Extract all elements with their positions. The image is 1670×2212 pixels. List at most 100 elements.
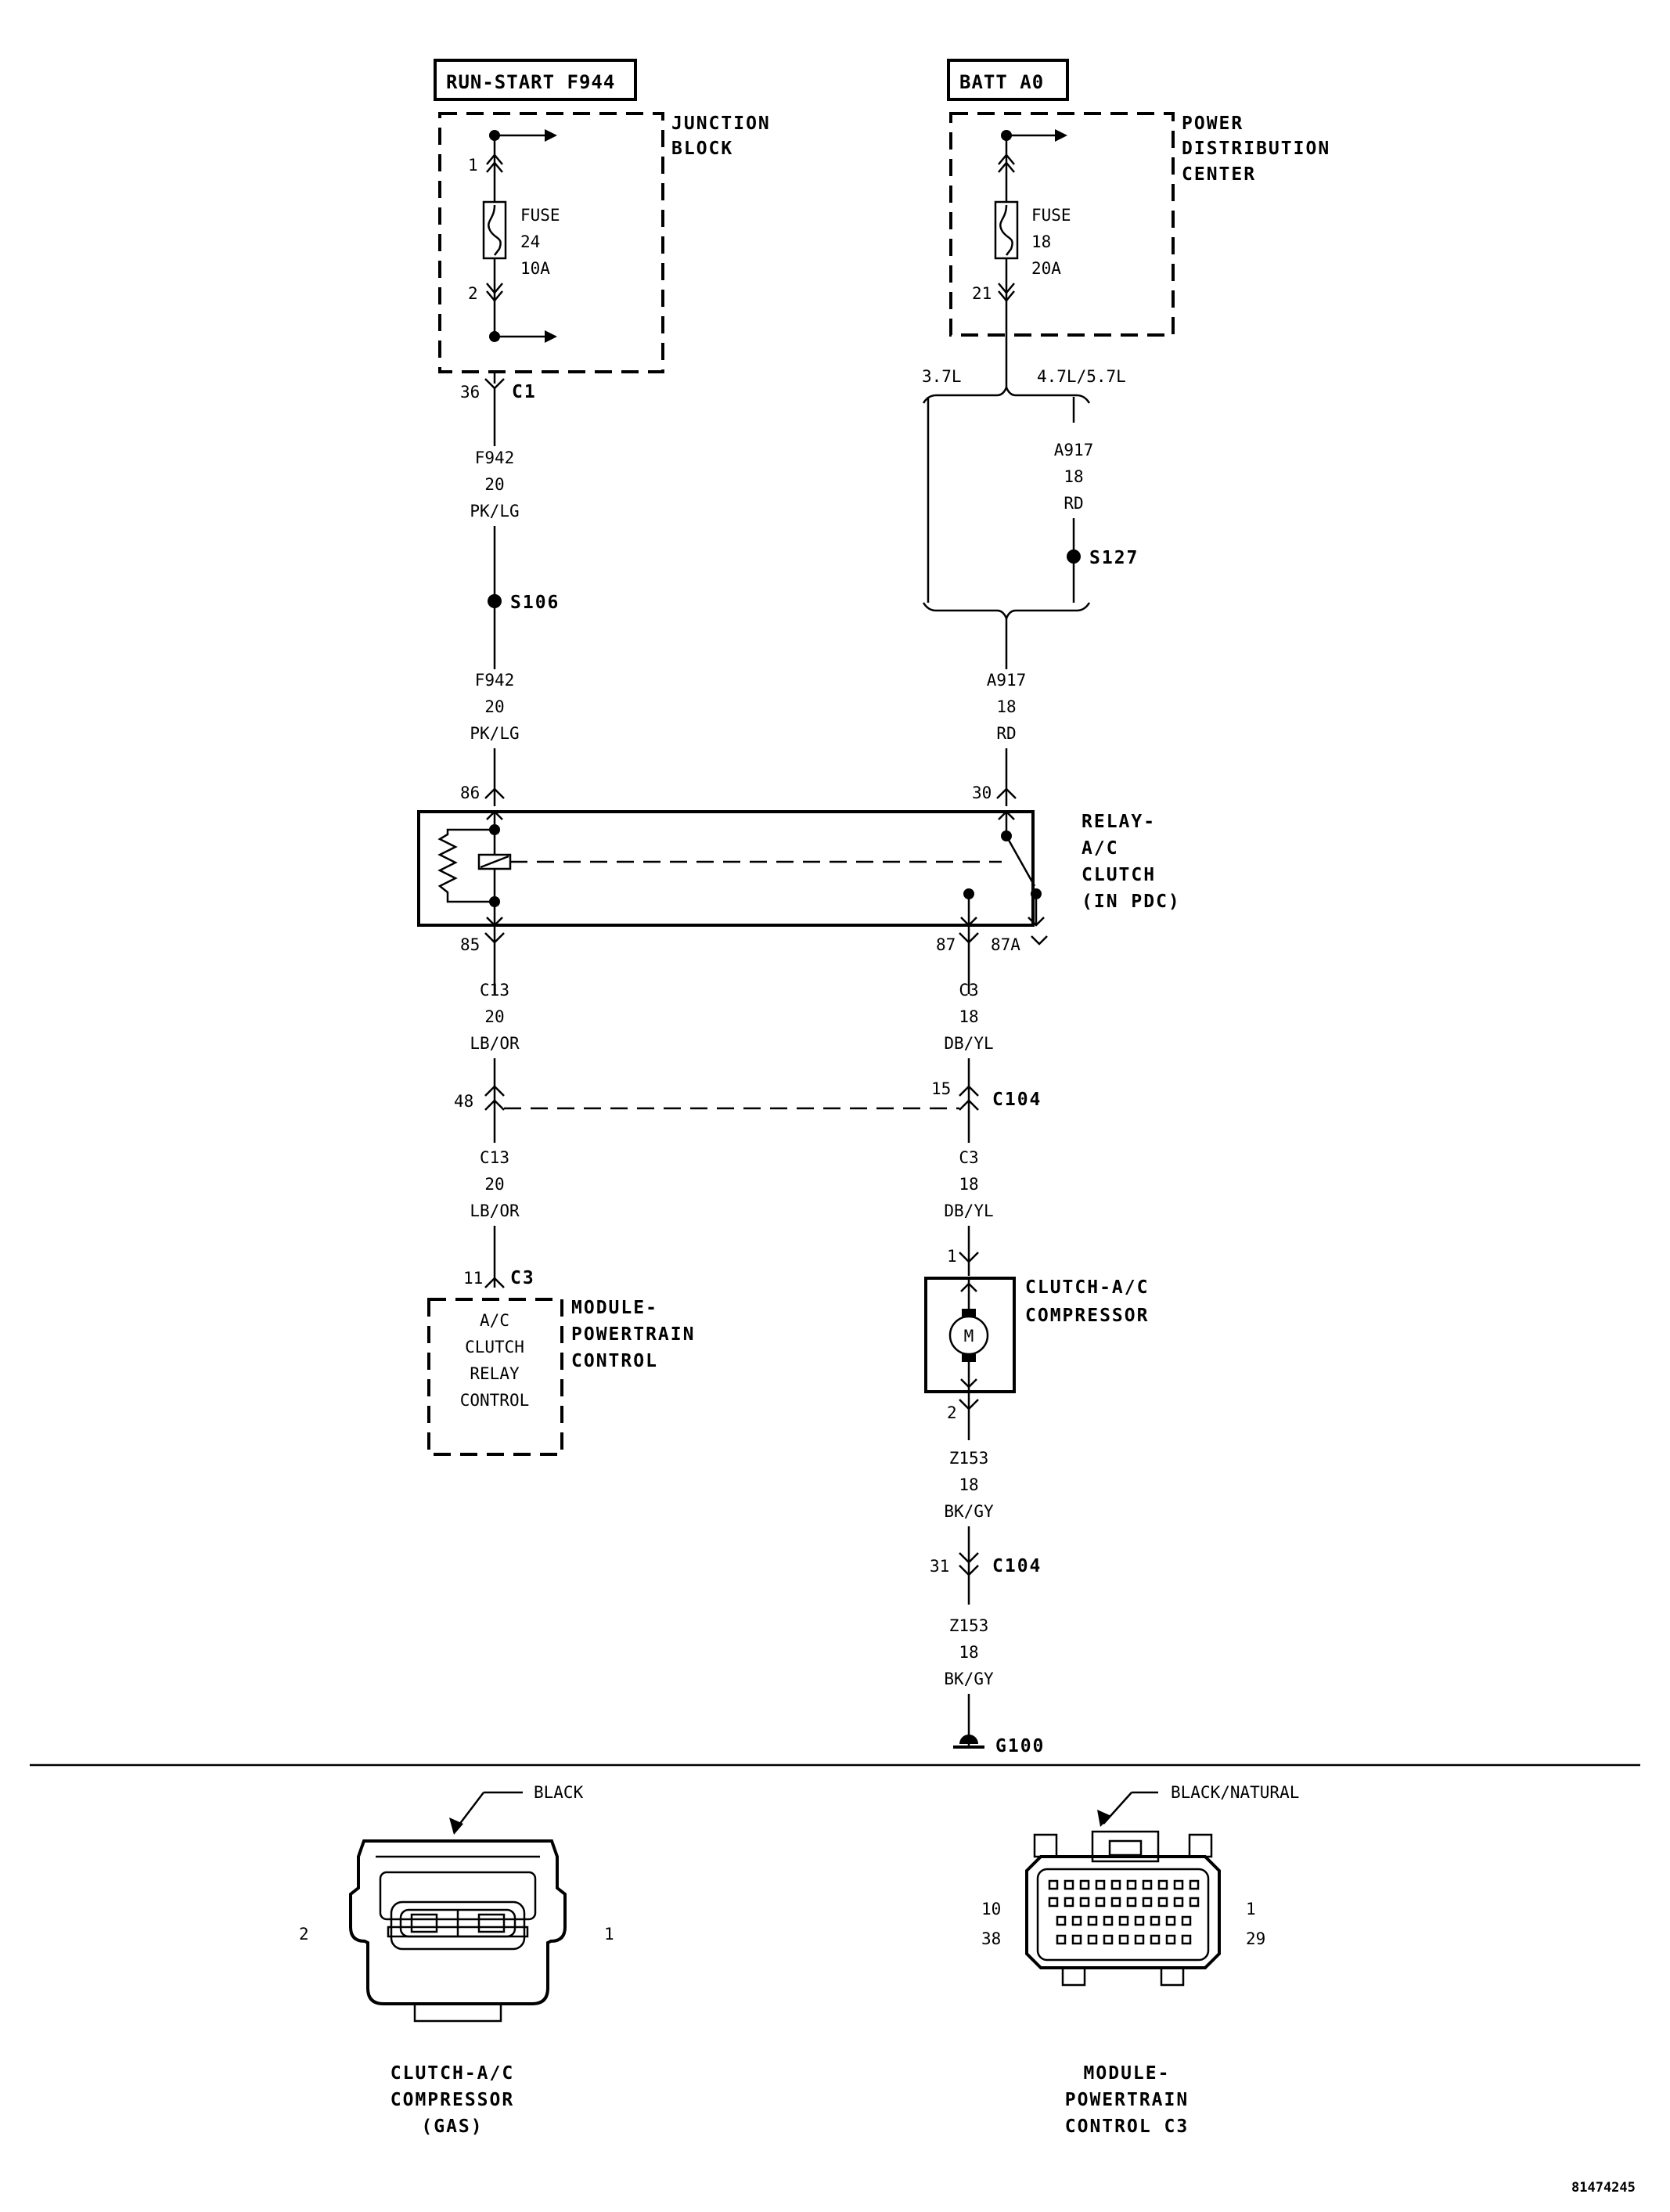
pin-cavity bbox=[1110, 1879, 1121, 1890]
module-color-callout: BLACK/NATURAL bbox=[1171, 1783, 1299, 1802]
relay-pin-30: 30 bbox=[972, 784, 992, 802]
module-caption-2: POWERTRAIN bbox=[1065, 2090, 1189, 2110]
fuse18-pin-bottom: 21 bbox=[972, 284, 992, 303]
pin-cavity bbox=[1095, 1897, 1106, 1908]
pin-cavity bbox=[1056, 1915, 1067, 1926]
pin-cavity bbox=[1079, 1897, 1090, 1908]
module-caption-3: CONTROL C3 bbox=[1065, 2117, 1189, 2137]
ground-circuit: Z153 18 BK/GY 31 C104 Z153 18 BK/GY G100 bbox=[930, 1449, 1045, 1756]
junction-block-label-1: JUNCTION bbox=[671, 113, 771, 134]
engine-option-left: 3.7L bbox=[922, 367, 962, 386]
fuse18-number: 18 bbox=[1031, 232, 1051, 251]
pin-cavity bbox=[1103, 1915, 1114, 1926]
wire-a917b-circuit: A917 bbox=[987, 671, 1027, 690]
module-view-pin-29: 29 bbox=[1246, 1929, 1265, 1948]
c104-top-pin-48: 48 bbox=[454, 1092, 473, 1111]
module-inner-3: RELAY bbox=[470, 1364, 520, 1383]
fuse24-pin-bottom: 2 bbox=[468, 284, 478, 303]
power-distribution-center: POWER DISTRIBUTION CENTER FUSE 18 20A 21 bbox=[949, 112, 1330, 387]
pin-cavity bbox=[1189, 1897, 1200, 1908]
wire-f942b-color: PK/LG bbox=[470, 724, 519, 743]
pin-cavity bbox=[1173, 1879, 1184, 1890]
wire-a917a-color: RD bbox=[1064, 494, 1083, 513]
clutch-label-2: COMPRESSOR bbox=[1025, 1306, 1149, 1326]
fuse18-label: FUSE bbox=[1031, 206, 1071, 225]
wire-c3b-gauge: 18 bbox=[959, 1175, 978, 1194]
pin-cavity bbox=[1134, 1915, 1145, 1926]
module-label-1: MODULE- bbox=[571, 1298, 658, 1318]
pin-cavity bbox=[1071, 1934, 1082, 1945]
wire-c13b-gauge: 20 bbox=[484, 1175, 504, 1194]
relay-pin-87: 87 bbox=[936, 935, 956, 954]
wire-c3a-gauge: 18 bbox=[959, 1007, 978, 1026]
pin-cavity bbox=[1126, 1879, 1137, 1890]
connector-view-clutch: BLACK 2 1 CLUTCH-A/C COMPRESSOR (GAS) bbox=[299, 1783, 614, 2137]
figure-id: 81474245 bbox=[1571, 2180, 1636, 2196]
wire-a917a-circuit: A917 bbox=[1054, 441, 1094, 459]
fuse18-rating: 20A bbox=[1031, 259, 1061, 278]
pin-cavity bbox=[1087, 1934, 1098, 1945]
relay-pin-86: 86 bbox=[460, 784, 480, 802]
pin-cavity bbox=[1157, 1897, 1168, 1908]
clutch-view-pin-1: 1 bbox=[604, 1925, 614, 1944]
clutch-caption-1: CLUTCH-A/C bbox=[391, 2063, 514, 2084]
wire-f942a-color: PK/LG bbox=[470, 502, 519, 521]
module-label-2: POWERTRAIN bbox=[571, 1324, 695, 1345]
pin-cavity bbox=[1150, 1915, 1161, 1926]
relay-outputs: 85 87 87A C13 20 LB/OR C3 18 DB/YL bbox=[460, 925, 1048, 1053]
batt-title-box: BATT A0 bbox=[947, 59, 1069, 101]
module-view-pin-38: 38 bbox=[981, 1929, 1001, 1948]
relay-label-2: A/C bbox=[1082, 838, 1119, 859]
relay-ac-clutch: RELAY- A/C CLUTCH (IN PDC) bbox=[417, 810, 1181, 927]
pin-cavity bbox=[1150, 1934, 1161, 1945]
module-caption-1: MODULE- bbox=[1084, 2063, 1171, 2084]
pin-cavity bbox=[1071, 1915, 1082, 1926]
pin-cavity bbox=[1048, 1879, 1059, 1890]
pin-cavity bbox=[1142, 1879, 1153, 1890]
wire-a917b-color: RD bbox=[996, 724, 1016, 743]
wire-c13a-circuit: C13 bbox=[480, 981, 509, 1000]
clutch-color-callout: BLACK bbox=[534, 1783, 584, 1802]
wire-c13b-circuit: C13 bbox=[480, 1148, 509, 1167]
module-view-pin-10: 10 bbox=[981, 1900, 1001, 1918]
pin-cavity bbox=[1173, 1897, 1184, 1908]
c104-bottom-label: C104 bbox=[992, 1556, 1042, 1576]
module-powertrain-control: 11 C3 A/C CLUTCH RELAY CONTROL MODULE- P… bbox=[427, 1268, 695, 1456]
pin-cavity bbox=[1064, 1879, 1074, 1890]
fuse24-pin-top: 1 bbox=[468, 156, 478, 175]
pdc-label-2: DISTRIBUTION bbox=[1182, 139, 1330, 159]
pdc-label-3: CENTER bbox=[1182, 164, 1256, 185]
relay-label-1: RELAY- bbox=[1082, 812, 1156, 832]
module-inner-1: A/C bbox=[480, 1311, 509, 1330]
clutch-pin-2: 2 bbox=[947, 1403, 957, 1422]
relay-label-3: CLUTCH bbox=[1082, 865, 1156, 885]
wire-c3b-color: DB/YL bbox=[944, 1201, 993, 1220]
clutch-pin-1: 1 bbox=[947, 1247, 957, 1266]
c104-top-connector: 48 15 C104 bbox=[454, 1058, 1040, 1143]
wire-z153a-color: BK/GY bbox=[944, 1502, 994, 1521]
relay-label-4: (IN PDC) bbox=[1082, 892, 1181, 912]
wire-c3a-circuit: C3 bbox=[959, 981, 978, 1000]
module-c3-pin-grid bbox=[1048, 1879, 1200, 1945]
pin-cavity bbox=[1134, 1934, 1145, 1945]
ground-g100-label: G100 bbox=[995, 1736, 1045, 1756]
s106-splice bbox=[488, 594, 502, 608]
pin-cavity bbox=[1079, 1879, 1090, 1890]
pin-cavity bbox=[1189, 1879, 1200, 1890]
pin-cavity bbox=[1048, 1897, 1059, 1908]
pin-cavity bbox=[1087, 1915, 1098, 1926]
s106-label: S106 bbox=[510, 593, 560, 613]
pin-cavity bbox=[1165, 1934, 1176, 1945]
fuse24-rating: 10A bbox=[520, 259, 550, 278]
left-circuit-upper: 36 C1 F942 20 PK/LG S106 F942 20 PK/LG 8… bbox=[460, 372, 560, 806]
module-inner-2: CLUTCH bbox=[465, 1338, 524, 1356]
engine-option-right: 4.7L/5.7L bbox=[1037, 367, 1126, 386]
wire-c13b-color: LB/OR bbox=[470, 1201, 520, 1220]
pin-cavity bbox=[1118, 1934, 1129, 1945]
wire-z153a-circuit: Z153 bbox=[949, 1449, 989, 1468]
batt-label: BATT A0 bbox=[959, 71, 1044, 93]
c3-label: C3 bbox=[510, 1268, 535, 1288]
junction-block-label-2: BLOCK bbox=[671, 139, 733, 159]
wires-below-c104: C13 20 LB/OR C3 18 DB/YL bbox=[470, 1148, 994, 1288]
pin-cavity bbox=[1103, 1934, 1114, 1945]
